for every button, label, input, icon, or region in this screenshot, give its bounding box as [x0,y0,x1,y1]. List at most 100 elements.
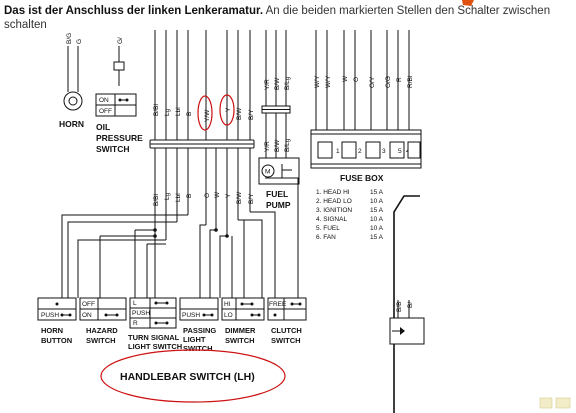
svg-text:2: 2 [358,148,362,155]
caption-rest: An die beiden markierten Stellen den Sch… [4,5,551,31]
handlebar-highlight [100,349,286,403]
oil-label-1: OIL [96,122,110,132]
passing-label-2: LIGHT [183,335,206,344]
turn-label-2: LIGHT SWITCH [128,342,182,351]
bottom-wire-7: Y [225,193,232,198]
fuel-label-1: FUEL [266,189,288,199]
top-wire-5: Y/W [204,109,211,122]
fuse-slot-2: 2 [341,141,362,159]
fuel-bottom-wire-3: B/Lg [284,138,291,152]
fuse-wire-1: W/Y [314,75,321,88]
bottom-wire-3: Lbl [175,193,182,202]
fuse-name-6: 6. FAN [316,234,336,241]
highlight-marker-yw [197,95,213,131]
svg-text:3: 3 [382,148,386,155]
switch-horn[interactable]: PUSH HORN BUTTON [37,297,77,345]
fuel-top-wire-3: B/Lg [284,76,291,90]
bottom-wire-4: B [186,194,193,198]
fuse-amp-5: 10 A [370,225,384,232]
dimmer-row-2: LO [224,312,233,319]
fuse-name-1: 1. HEAD HI [316,189,350,196]
top-wire-8: B/Y [248,109,255,120]
passing-row-2: PUSH [182,312,200,319]
fuse-wire-3: W [342,75,349,82]
decorative-blob [462,0,474,6]
top-wire-4: B [186,112,193,116]
horn-switch-row-2: PUSH [41,312,59,319]
fuse-wire-5: O/Y [369,76,376,88]
dimmer-label-1: DIMMER [225,326,256,335]
fuse-wire-7: R [396,77,403,82]
svg-text:5: 5 [398,148,402,155]
hazard-row-2: ON [82,312,92,319]
horn-wire-2: G [76,39,83,44]
fuse-slot-3: 3 [365,141,386,159]
fuel-bottom-wire-1: Y/R [264,141,271,152]
dimmer-label-2: SWITCH [225,336,255,345]
top-wire-6: Y [225,107,232,112]
harness-wiring [61,177,299,298]
hazard-label-2: SWITCH [86,336,116,345]
oil-pressure-switch: G/ ON OFF OIL PRESSURE SWITCH [95,37,143,154]
right-edge-wiring: B/B B/ [389,195,425,413]
switch-hazard[interactable]: OFF ON HAZARD SWITCH [79,297,127,345]
fuse-amp-4: 10 A [370,216,384,223]
fuse-amp-3: 15 A [370,207,384,214]
top-wire-2: Lg [164,108,171,116]
horn-label: HORN [59,119,84,129]
bottom-wire-6: W [214,191,221,198]
fuse-wire-8: R/Bl [407,75,414,88]
passing-label-3: SWITCH [183,344,213,353]
caption-bold: Das ist der Anschluss der linken Lenkera… [4,5,264,17]
horn-switch-label-2: BUTTON [41,336,72,345]
clutch-row-1: FREE [269,301,287,308]
switch-passing[interactable]: PUSH PASSING LIGHT SWITCH [179,297,219,353]
bottom-wire-8: B/W [236,191,243,204]
oil-label-2: PRESSURE [96,133,143,143]
fuse-name-4: 4. SIGNAL [316,216,347,223]
fuse-amp-6: 15 A [370,234,384,241]
fuel-top-wire-2: B/W [274,77,281,90]
fuse-name-3: 3. IGNITION [316,207,352,214]
main-connector: B/Bl Lg Lbl B Y/W Y B/W B/Y B/Bl Lg Lbl … [149,30,255,296]
handlebar-switch-label: HANDLEBAR SWITCH (LH) [120,371,255,383]
fuel-pump: Y/R B/W B/Lg Y/R B/W B/Lg M FUEL PUMP [258,30,300,210]
right-wire-2: B/ [407,302,414,308]
switch-turn-signal[interactable]: L PUSH R TURN SIGNAL LIGHT SWITCH [128,297,182,351]
fuse-wire-4: O [353,77,360,82]
turn-row-2: PUSH [132,310,150,317]
horn-switch-label-1: HORN [41,326,63,335]
top-wire-3: Lbl [175,107,182,116]
highlight-marker-y [219,94,235,126]
clutch-label-1: CLUTCH [271,326,302,335]
bottom-wire-5: O [204,193,211,198]
page-caption: Das ist der Anschluss der linken Lenkera… [4,4,564,32]
motor-icon [261,164,275,178]
horn-wire-1: B/G [66,33,73,44]
switch-clutch[interactable]: FREE CLUTCH SWITCH [267,297,307,345]
oil-wire: G/ [117,37,124,44]
fuse-amp-1: 15 A [370,189,384,196]
clutch-label-2: SWITCH [271,336,301,345]
switch-dimmer[interactable]: HI LO DIMMER SWITCH [221,297,265,345]
horn-icon [63,91,83,111]
fuse-slot-1: 1 [317,141,340,159]
fuse-name-5: 5. FUEL [316,225,340,232]
fuse-wire-6: O/G [385,76,392,88]
fusebox-label: FUSE BOX [340,173,384,183]
dimmer-row-1: HI [224,301,231,308]
turn-row-1: L [133,300,137,307]
bottom-wire-1: B/Bl [153,194,160,206]
oil-state-on: ON [99,97,109,104]
fuel-top-wire-1: Y/R [264,79,271,90]
hazard-label-1: HAZARD [86,326,118,335]
right-wire-1: B/B [396,302,403,312]
horn-component: B/G G HORN [59,33,84,129]
fuse-box: W/Y W/Y W O O/Y O/G R R/Bl 1 2 3 4 5 FUS… [310,30,422,241]
oil-state-off: OFF [99,108,112,115]
top-wire-1: B/Bl [153,104,160,116]
hazard-row-1: OFF [82,301,95,308]
fuse-wire-2: W/Y [325,75,332,88]
oil-label-3: SWITCH [96,144,130,154]
